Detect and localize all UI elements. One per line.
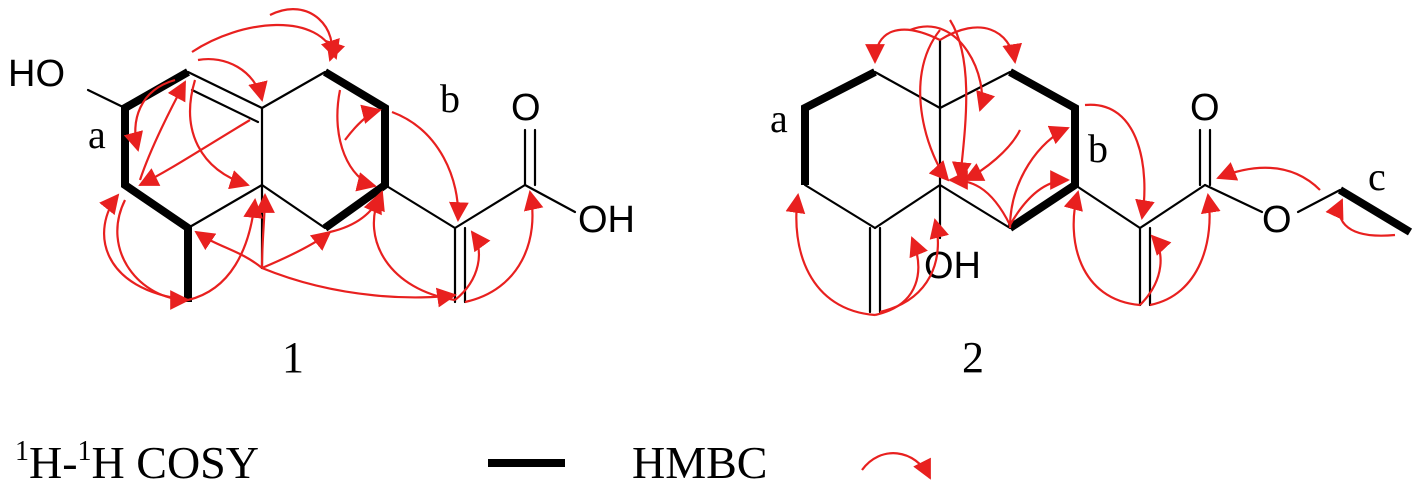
compound-1-label: 1	[282, 333, 304, 382]
compound-1-fragment-b-label: b	[440, 76, 460, 121]
legend: 1H-1H COSY HMBC	[15, 436, 931, 488]
legend-cosy-sup-2: 1	[78, 436, 92, 467]
compound-2-fragment-a-label: a	[770, 96, 788, 141]
legend-cosy-label: 1H-1H COSY	[15, 436, 259, 488]
compound-1-acid-hydroxyl-label: OH	[578, 199, 635, 241]
compound-2-label: 2	[962, 333, 984, 382]
legend-hmbc-label: HMBC	[632, 437, 767, 488]
legend-hmbc-swatch	[861, 452, 931, 480]
compound-2-fragment-c-label: c	[1368, 154, 1386, 199]
legend-cosy-h-1: H-	[29, 437, 78, 488]
compound-2-ester-oxygen-label: O	[1262, 199, 1292, 241]
compound-1-cosy-bonds	[121, 68, 389, 302]
compound-2-hydroxyl-label: OH	[924, 245, 981, 287]
legend-cosy-sup-1: 1	[15, 436, 29, 467]
compound-2-structure: OH O O a b c 2	[770, 19, 1413, 382]
compound-2-carbonyl-oxygen-label: O	[1190, 87, 1220, 129]
compound-2-hmbc-arrows	[785, 19, 1396, 317]
compound-1-bonds	[86, 70, 577, 304]
compound-2-fragment-b-label: b	[1088, 126, 1108, 171]
compound-1-hydroxyl-label: HO	[8, 53, 65, 95]
compound-1-hmbc-arrows	[99, 8, 544, 310]
legend-cosy-h-2: H COSY	[92, 437, 259, 488]
compound-2-cosy-bonds	[801, 68, 1413, 236]
compound-1-fragment-a-label: a	[88, 112, 106, 157]
compound-1-structure: HO O OH a b 1	[8, 8, 635, 382]
compound-1-acid-oxygen-label: O	[511, 87, 541, 129]
